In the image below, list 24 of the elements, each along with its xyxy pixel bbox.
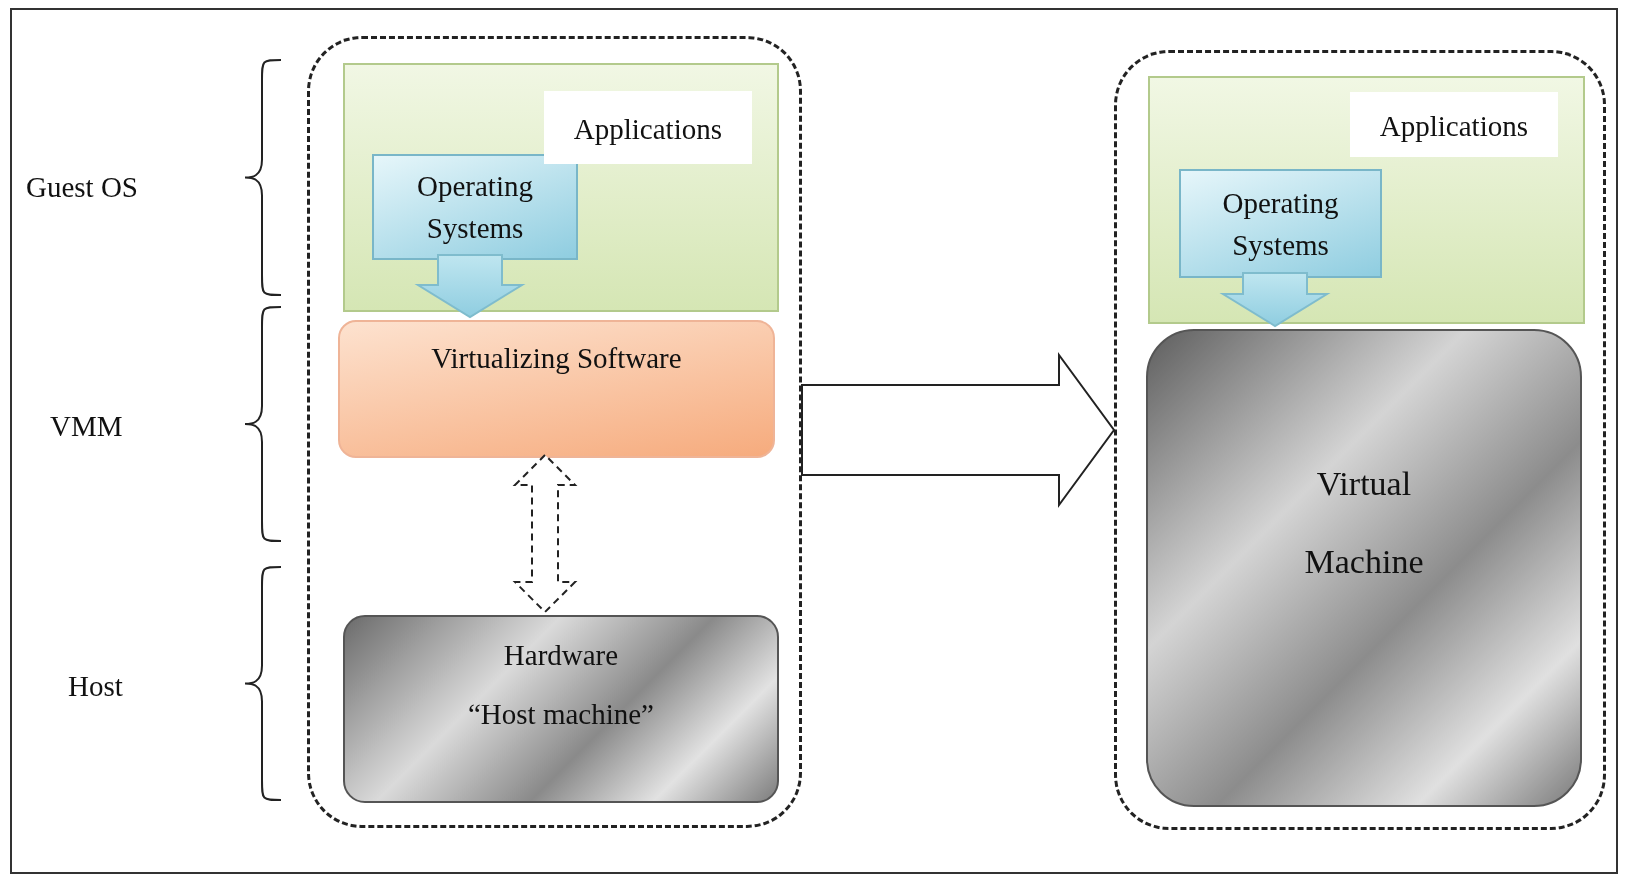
block-arrow bbox=[801, 351, 1116, 509]
box-label: Applications bbox=[543, 91, 752, 164]
layer-panel bbox=[1148, 76, 1585, 324]
dashed-container bbox=[307, 36, 802, 828]
label-box bbox=[1179, 169, 1382, 278]
layer-label: Host bbox=[68, 670, 123, 703]
label-box bbox=[372, 154, 578, 260]
box-label: “Host machine” bbox=[468, 698, 654, 731]
box-label: Hardware bbox=[503, 639, 619, 672]
box-label: Virtualizing Software bbox=[431, 342, 682, 375]
layer-panel bbox=[338, 320, 775, 458]
layer-panel bbox=[343, 63, 779, 312]
box-label: Operating Systems bbox=[1221, 185, 1340, 263]
box-label: Applications bbox=[1349, 92, 1558, 157]
layer-panel bbox=[1146, 329, 1582, 807]
box-label: Operating Systems bbox=[416, 169, 534, 246]
block-arrow bbox=[1219, 272, 1331, 328]
layer-label: Guest OS bbox=[26, 171, 138, 204]
double-arrow bbox=[512, 453, 578, 614]
layer-label: VMM bbox=[50, 410, 123, 443]
layer-panel bbox=[343, 615, 779, 803]
block-arrow bbox=[414, 254, 526, 319]
dashed-container bbox=[1114, 50, 1606, 830]
box-label: Virtual Machine bbox=[1303, 464, 1425, 582]
